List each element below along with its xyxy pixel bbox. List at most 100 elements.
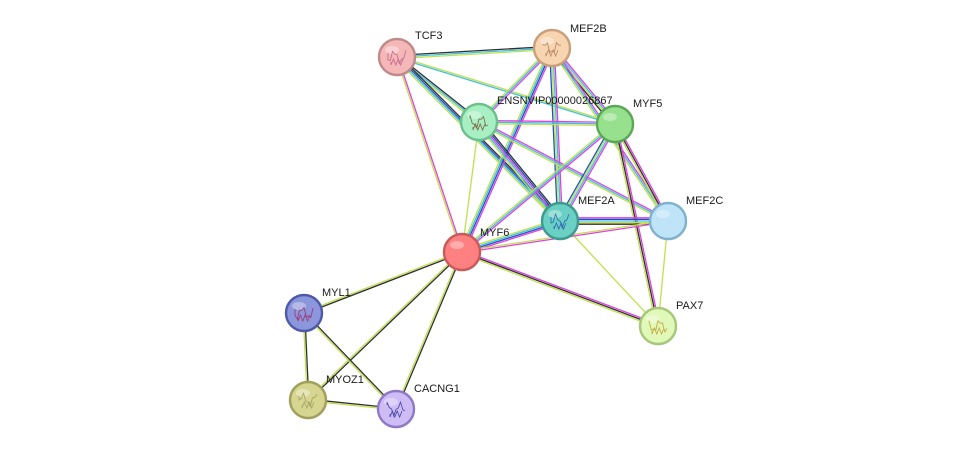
edge-tcf3-mef2b xyxy=(396,45,553,60)
edge-line xyxy=(394,251,462,410)
node-circle[interactable] xyxy=(595,104,635,144)
edge-line xyxy=(396,57,616,126)
node-label: TCF3 xyxy=(415,30,443,42)
node-myl1[interactable]: MYL1 xyxy=(284,287,351,333)
edge-line xyxy=(396,48,553,60)
node-highlight xyxy=(656,210,670,218)
node-circle[interactable] xyxy=(442,232,482,272)
edge-ensnvip00000026867-myf6 xyxy=(461,121,480,253)
node-tcf3[interactable]: TCF3 xyxy=(377,30,443,77)
node-label: CACNG1 xyxy=(414,383,460,395)
node-label: MEF2B xyxy=(570,23,607,35)
node-mef2b[interactable]: MEF2B xyxy=(532,23,607,68)
protein-structure-icon xyxy=(550,212,570,231)
node-circle[interactable] xyxy=(377,37,417,77)
edge-line xyxy=(479,119,670,221)
edge-line xyxy=(303,252,463,315)
edge-line xyxy=(396,55,616,124)
protein-structure-icon xyxy=(648,319,668,336)
node-mef2a[interactable]: MEF2A xyxy=(540,195,615,241)
edge-line xyxy=(462,124,617,254)
edge-line xyxy=(303,250,463,313)
node-label: MYF5 xyxy=(633,98,662,110)
edge-line xyxy=(461,121,480,253)
edge-ensnvip00000026867-mef2c xyxy=(477,119,670,224)
node-circle[interactable] xyxy=(532,28,572,68)
edge-line xyxy=(477,122,560,223)
edge-line xyxy=(306,250,463,401)
edge-myf6-myl1 xyxy=(303,250,463,315)
edge-line xyxy=(460,252,659,329)
node-pax7[interactable]: PAX7 xyxy=(638,300,703,346)
edge-line xyxy=(480,119,564,220)
node-myoz1[interactable]: MYOZ1 xyxy=(288,374,364,420)
node-highlight xyxy=(548,210,562,218)
edge-line xyxy=(550,47,560,222)
edge-myl1-cacng1 xyxy=(302,311,398,411)
protein-structure-icon xyxy=(386,400,406,419)
node-highlight xyxy=(540,37,554,45)
protein-structure-icon xyxy=(298,391,318,410)
node-highlight xyxy=(603,113,617,121)
edge-line xyxy=(397,56,464,253)
node-highlight xyxy=(646,315,660,323)
node-circle[interactable] xyxy=(288,380,328,420)
edge-line xyxy=(478,121,561,222)
edge-myf6-cacng1 xyxy=(394,251,464,410)
protein-structure-icon xyxy=(542,41,561,58)
edge-line xyxy=(396,47,553,58)
node-circle[interactable] xyxy=(638,306,678,346)
node-label: MYL1 xyxy=(322,287,351,299)
node-myf6[interactable]: MYF6 xyxy=(442,227,509,272)
protein-structure-icon xyxy=(469,115,489,132)
edge-line xyxy=(302,312,397,411)
edge-ensnvip00000026867-myf5 xyxy=(478,119,616,127)
edge-line xyxy=(478,121,616,125)
node-highlight xyxy=(385,46,399,54)
edge-tcf3-myf5 xyxy=(396,55,616,126)
edge-ensnvip00000026867-mef2a xyxy=(475,119,564,224)
edge-myf5-myf6 xyxy=(460,122,617,254)
edge-mef2b-mef2a xyxy=(548,47,564,222)
edge-line xyxy=(479,120,562,221)
edge-line xyxy=(396,45,553,57)
edge-line xyxy=(395,56,462,253)
node-circle[interactable] xyxy=(284,293,324,333)
edge-line xyxy=(548,47,559,222)
node-circle[interactable] xyxy=(648,201,688,241)
edge-line xyxy=(307,251,464,402)
node-highlight xyxy=(292,302,306,310)
node-highlight xyxy=(384,398,398,406)
node-mef2c[interactable]: MEF2C xyxy=(648,195,723,241)
node-label: ENSNVIP00000026867 xyxy=(497,95,613,107)
node-highlight xyxy=(296,389,310,397)
edge-line xyxy=(552,47,562,222)
edge-line xyxy=(478,122,616,127)
node-cacng1[interactable]: CACNG1 xyxy=(376,383,460,429)
edge-tcf3-myf6 xyxy=(395,56,464,253)
edge-line xyxy=(475,123,559,224)
node-myf5[interactable]: MYF5 xyxy=(595,98,662,144)
edge-line xyxy=(461,251,659,327)
edge-line xyxy=(396,251,464,410)
edge-line xyxy=(460,122,615,252)
edge-line xyxy=(559,220,659,327)
edge-mef2a-pax7 xyxy=(559,220,659,327)
edge-line xyxy=(478,119,616,124)
nodes-layer: MYF6 TCF3 MEF2B ENSNVIP00000026867 MYF5MEF2A… xyxy=(284,23,723,429)
edge-line xyxy=(477,122,668,224)
node-ensnvip00000026867[interactable]: ENSNVIP00000026867 xyxy=(459,95,613,142)
node-label: MYF6 xyxy=(480,227,509,239)
edge-line xyxy=(303,311,398,410)
edge-line xyxy=(462,47,554,253)
edge-line xyxy=(461,249,660,326)
node-label: MEF2C xyxy=(686,195,723,207)
edge-line xyxy=(463,48,555,254)
protein-structure-icon xyxy=(294,306,314,323)
node-highlight xyxy=(450,241,464,249)
node-highlight xyxy=(467,111,481,119)
node-circle[interactable] xyxy=(459,102,499,142)
edge-myf6-myoz1 xyxy=(306,250,464,402)
node-label: MYOZ1 xyxy=(326,374,364,386)
